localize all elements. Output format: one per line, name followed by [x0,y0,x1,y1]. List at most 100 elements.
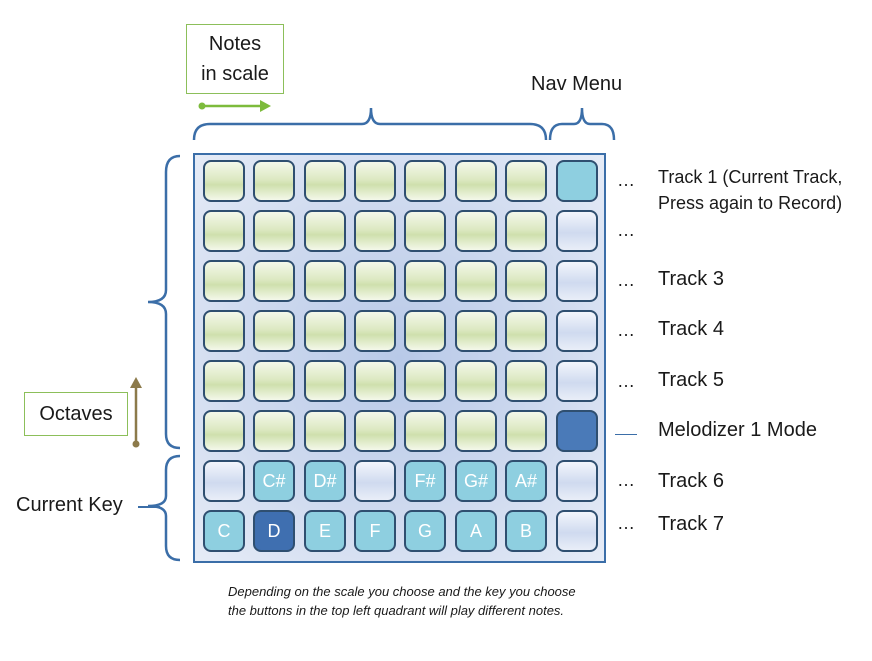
row-ellipsis: … [617,371,635,391]
octaves-label: Octaves [24,392,128,436]
track-4-label: Track 4 [658,318,724,340]
nav-button-track-3[interactable] [556,260,598,302]
track-1-label: Track 1 (Current Track, Press again to R… [658,164,842,216]
note-button[interactable] [253,260,295,302]
note-button[interactable] [304,260,346,302]
note-button[interactable] [203,260,245,302]
track-5-label: Track 5 [658,369,724,391]
note-button[interactable] [455,410,497,452]
nav-button-track-6[interactable] [556,460,598,502]
note-button[interactable] [253,410,295,452]
key-button-g[interactable]: G [404,510,446,552]
note-button[interactable] [304,360,346,402]
melodizer-mode-label: Melodizer 1 Mode [658,419,817,441]
note-button[interactable] [304,210,346,252]
octaves-label-text: Octaves [39,402,113,425]
note-button[interactable] [304,410,346,452]
key-button-f[interactable]: F [354,510,396,552]
note-button[interactable] [404,260,446,302]
key-button-blank[interactable] [354,460,396,502]
key-label: G# [463,470,488,491]
key-button-c-sharp[interactable]: C# [253,460,295,502]
key-label: A [469,520,482,541]
track-1-line2: Press again to Record) [658,193,843,213]
nav-button-track-2[interactable] [556,210,598,252]
track-3-label: Track 3 [658,268,724,290]
nav-button-track-7[interactable] [556,510,598,552]
note-button[interactable] [455,310,497,352]
nav-button-melodizer-mode[interactable] [556,410,598,452]
track-7-label: Track 7 [658,513,724,535]
note-button[interactable] [505,360,547,402]
note-button[interactable] [354,160,396,202]
nav-button-track-1[interactable] [556,160,598,202]
key-label: D# [313,470,337,491]
note-button[interactable] [505,310,547,352]
current-key-connector [138,506,160,508]
track-6-label: Track 6 [658,470,724,492]
note-button[interactable] [203,410,245,452]
key-label: A# [514,470,538,491]
note-button[interactable] [404,210,446,252]
key-button-d-selected[interactable]: D [253,510,295,552]
note-button[interactable] [203,360,245,402]
nav-button-track-4[interactable] [556,310,598,352]
notes-direction-arrow-icon [198,100,271,112]
key-button-a[interactable]: A [455,510,497,552]
note-button[interactable] [354,360,396,402]
note-button[interactable] [404,360,446,402]
current-key-label: Current Key [16,494,123,516]
note-button[interactable] [505,260,547,302]
key-button-b[interactable]: B [505,510,547,552]
key-button-a-sharp[interactable]: A# [505,460,547,502]
row-ellipsis: … [617,513,635,533]
key-label: C [217,520,231,541]
launchpad-grid: C# D# F# G# A# C D E F G A B [193,153,606,563]
row-ellipsis: … [617,170,635,190]
note-button[interactable] [455,210,497,252]
note-button[interactable] [354,310,396,352]
key-button-f-sharp[interactable]: F# [404,460,446,502]
note-button[interactable] [253,310,295,352]
key-label: F [369,520,381,541]
track-1-line1: Track 1 (Current Track, [658,167,843,187]
row-ellipsis: … [617,220,635,240]
nav-button-track-5[interactable] [556,360,598,402]
note-button[interactable] [455,260,497,302]
note-button[interactable] [304,310,346,352]
key-button-c[interactable]: C [203,510,245,552]
note-button[interactable] [455,160,497,202]
key-button-e[interactable]: E [304,510,346,552]
note-button[interactable] [404,310,446,352]
notes-label-line1: Notes [208,33,262,55]
note-button[interactable] [505,160,547,202]
note-button[interactable] [404,160,446,202]
note-button[interactable] [404,410,446,452]
key-label: G [417,520,432,541]
note-button[interactable] [505,410,547,452]
note-button[interactable] [203,310,245,352]
key-label: F# [414,470,436,491]
key-button-blank[interactable] [203,460,245,502]
key-button-d-sharp[interactable]: D# [304,460,346,502]
key-label: D [267,520,281,541]
note-button[interactable] [354,410,396,452]
top-brace-icon [192,107,616,141]
note-button[interactable] [203,210,245,252]
note-button[interactable] [304,160,346,202]
note-button[interactable] [253,210,295,252]
octaves-up-arrow-icon [130,377,142,448]
note-button[interactable] [354,260,396,302]
notes-in-scale-label: Notes in scale [186,24,284,94]
note-button[interactable] [505,210,547,252]
key-label: C# [262,470,286,491]
key-button-g-sharp[interactable]: G# [455,460,497,502]
note-button[interactable] [354,210,396,252]
footnote: Depending on the scale you choose and th… [228,584,576,618]
row-ellipsis: … [617,270,635,290]
note-button[interactable] [253,160,295,202]
note-button[interactable] [455,360,497,402]
row-ellipsis: … [617,320,635,340]
note-button[interactable] [253,360,295,402]
note-button[interactable] [203,160,245,202]
